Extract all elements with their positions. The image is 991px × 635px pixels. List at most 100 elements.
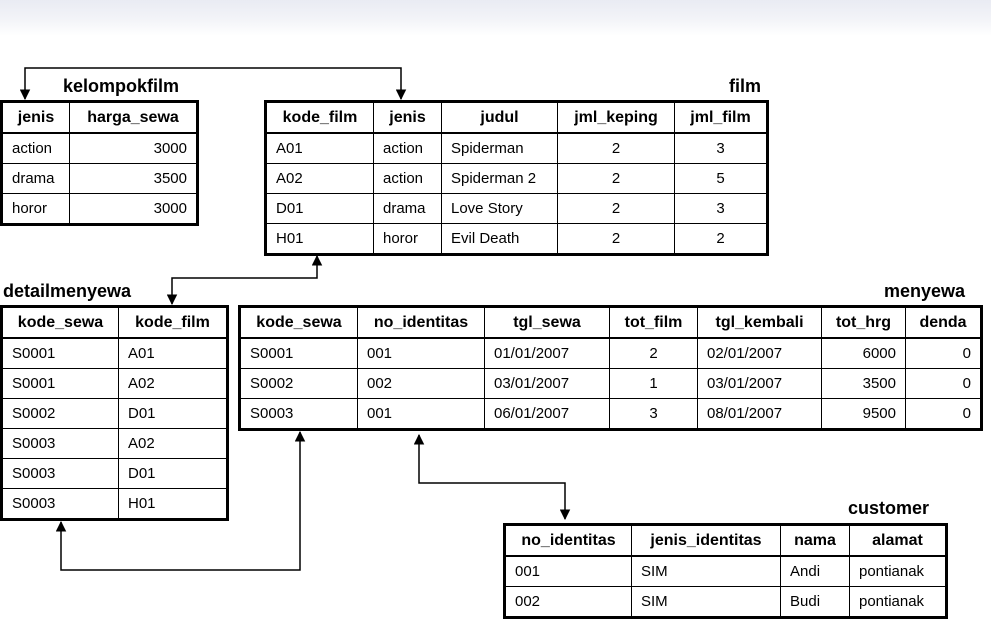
- kelompokfilm-cell-harga-sewa: 3000: [69, 132, 198, 164]
- rel-kode-sewa-line: [55, 430, 306, 571]
- film-cell-jml-keping: 2: [557, 223, 675, 255]
- customer-header-jenis-identitas: jenis_identitas: [631, 524, 781, 557]
- film-cell-kode-film: A01: [265, 132, 374, 164]
- menyewa-cell-tgl-sewa: 03/01/2007: [484, 368, 610, 399]
- kelompokfilm-cell-jenis: drama: [1, 163, 70, 194]
- film-cell-jenis: drama: [373, 193, 442, 224]
- customer-cell-alamat: pontianak: [849, 586, 947, 618]
- menyewa-cell-tgl-kembali: 02/01/2007: [697, 337, 822, 369]
- menyewa-cell-tot-hrg: 3500: [821, 368, 906, 399]
- menyewa-header-denda: denda: [905, 306, 982, 339]
- detailmenyewa-cell-kode-film: A02: [118, 368, 228, 399]
- film-cell-judul: Love Story: [441, 193, 558, 224]
- detailmenyewa-cell-kode-film: A01: [118, 337, 228, 369]
- customer-cell-jenis-identitas: SIM: [631, 555, 781, 587]
- menyewa-cell-tgl-sewa: 06/01/2007: [484, 398, 610, 430]
- menyewa-cell-no-identitas: 001: [357, 398, 485, 430]
- menyewa-cell-tgl-kembali: 08/01/2007: [697, 398, 822, 430]
- menyewa-header-tgl-sewa: tgl_sewa: [484, 306, 610, 339]
- customer-cell-alamat: pontianak: [849, 555, 947, 587]
- film-header-jml-film: jml_film: [674, 101, 768, 134]
- detailmenyewa-cell-kode-sewa: S0001: [1, 337, 119, 369]
- menyewa-header-tot-hrg: tot_hrg: [821, 306, 906, 339]
- table-title-menyewa: menyewa: [884, 281, 966, 301]
- table-title-film: film: [729, 76, 762, 96]
- menyewa-header-no-identitas: no_identitas: [357, 306, 485, 339]
- film-cell-kode-film: D01: [265, 193, 374, 224]
- customer-cell-no-identitas: 001: [504, 555, 632, 587]
- kelompokfilm-header-jenis: jenis: [1, 101, 70, 134]
- film-cell-jml-keping: 2: [557, 163, 675, 194]
- detailmenyewa-cell-kode-sewa: S0003: [1, 458, 119, 489]
- slide-header-band: [0, 0, 991, 36]
- film-cell-kode-film: A02: [265, 163, 374, 194]
- customer-header-no-identitas: no_identitas: [504, 524, 632, 557]
- detailmenyewa-cell-kode-sewa: S0001: [1, 368, 119, 399]
- menyewa-cell-tot-film: 3: [609, 398, 698, 430]
- kelompokfilm-cell-jenis: horor: [1, 193, 70, 225]
- menyewa-cell-kode-sewa: S0001: [239, 337, 358, 369]
- film-cell-kode-film: H01: [265, 223, 374, 255]
- menyewa-cell-kode-sewa: S0002: [239, 368, 358, 399]
- menyewa-cell-tot-hrg: 9500: [821, 398, 906, 430]
- detailmenyewa-cell-kode-film: D01: [118, 458, 228, 489]
- detailmenyewa-header-kode-sewa: kode_sewa: [1, 306, 119, 339]
- kelompokfilm-cell-harga-sewa: 3000: [69, 193, 198, 225]
- detailmenyewa-cell-kode-film: H01: [118, 488, 228, 520]
- customer-cell-nama: Andi: [780, 555, 850, 587]
- menyewa-header-kode-sewa: kode_sewa: [239, 306, 358, 339]
- menyewa-cell-tot-hrg: 6000: [821, 337, 906, 369]
- film-header-judul: judul: [441, 101, 558, 134]
- menyewa-cell-no-identitas: 001: [357, 337, 485, 369]
- kelompokfilm-header-harga-sewa: harga_sewa: [69, 101, 198, 134]
- menyewa-cell-denda: 0: [905, 398, 982, 430]
- customer-header-alamat: alamat: [849, 524, 947, 557]
- film-cell-jenis: action: [373, 163, 442, 194]
- film-cell-jml-keping: 2: [557, 132, 675, 164]
- rel-jenis-line: [19, 67, 407, 101]
- film-cell-jml-keping: 2: [557, 193, 675, 224]
- film-header-kode-film: kode_film: [265, 101, 374, 134]
- film-cell-judul: Spiderman: [441, 132, 558, 164]
- menyewa-cell-tgl-sewa: 01/01/2007: [484, 337, 610, 369]
- film-header-jenis: jenis: [373, 101, 442, 134]
- kelompokfilm-cell-jenis: action: [1, 132, 70, 164]
- table-title-detailmenyewa: detailmenyewa: [3, 281, 132, 301]
- film-cell-jml-film: 3: [674, 132, 768, 164]
- table-title-customer: customer: [848, 498, 930, 518]
- customer-cell-jenis-identitas: SIM: [631, 586, 781, 618]
- film-cell-jenis: horor: [373, 223, 442, 255]
- detailmenyewa-cell-kode-sewa: S0003: [1, 428, 119, 459]
- menyewa-cell-denda: 0: [905, 368, 982, 399]
- film-cell-judul: Spiderman 2: [441, 163, 558, 194]
- rel-no-identitas-line: [413, 433, 571, 521]
- detailmenyewa-header-kode-film: kode_film: [118, 306, 228, 339]
- menyewa-cell-denda: 0: [905, 337, 982, 369]
- rel-kode-film-line: [166, 254, 323, 306]
- menyewa-header-tot-film: tot_film: [609, 306, 698, 339]
- film-cell-jenis: action: [373, 132, 442, 164]
- customer-cell-nama: Budi: [780, 586, 850, 618]
- film-cell-judul: Evil Death: [441, 223, 558, 255]
- film-header-jml-keping: jml_keping: [557, 101, 675, 134]
- menyewa-cell-tot-film: 2: [609, 337, 698, 369]
- table-title-kelompokfilm: kelompokfilm: [63, 76, 180, 96]
